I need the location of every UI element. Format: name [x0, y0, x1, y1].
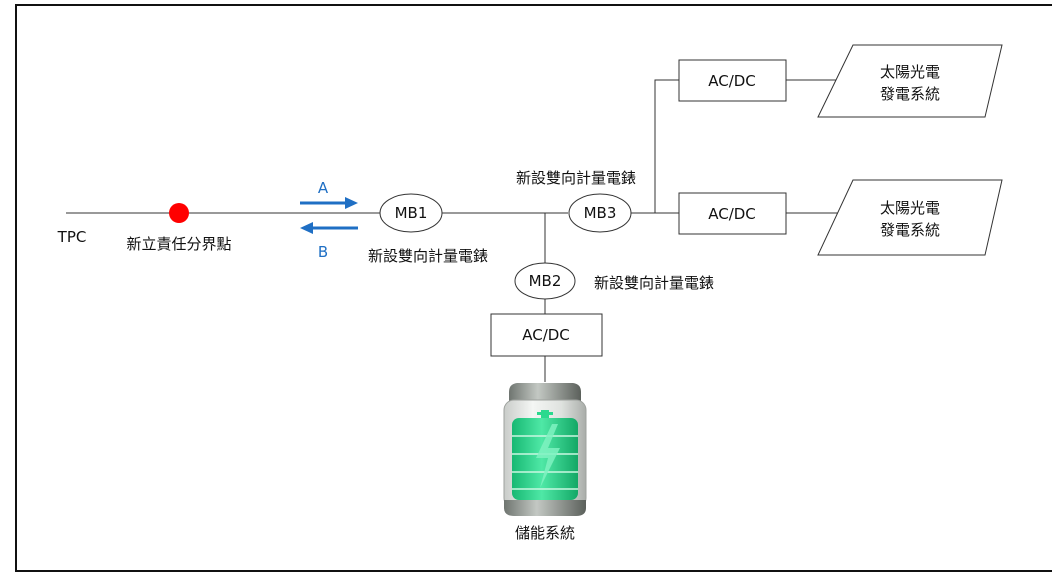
- meter-mb2: [514, 262, 576, 300]
- battery-icon: [503, 383, 587, 516]
- converter-top-label: AC/DC: [708, 72, 756, 90]
- meter-mb3-name: MB3: [584, 204, 617, 222]
- converter-middle-label: AC/DC: [708, 205, 756, 223]
- meter-mb1: [379, 193, 443, 233]
- storage-label: 儲能系統: [515, 524, 575, 542]
- flow-reverse-arrowhead: [300, 222, 313, 234]
- pv-system-1: [817, 44, 1003, 118]
- pv-system-1-line2: 發電系統: [880, 85, 940, 103]
- branch-line-pv1: [654, 79, 679, 213]
- grid-label: TPC: [57, 228, 87, 246]
- boundary-label: 新立責任分界點: [126, 235, 231, 253]
- pv-system-2-line2: 發電系統: [880, 221, 940, 239]
- flow-forward-label: A: [318, 179, 329, 197]
- flow-forward-arrowhead: [345, 197, 358, 209]
- converter-storage: [490, 313, 603, 357]
- converter-top: [678, 59, 787, 102]
- meter-mb1-name: MB1: [395, 204, 428, 222]
- meter-mb3-caption: 新設雙向計量電錶: [516, 169, 636, 187]
- pv-system-2: [817, 179, 1003, 256]
- meter-mb3: [568, 193, 632, 233]
- converter-storage-label: AC/DC: [522, 326, 570, 344]
- converter-middle: [678, 192, 787, 235]
- diagram-frame: [15, 4, 1052, 572]
- meter-mb2-caption: 新設雙向計量電錶: [594, 274, 714, 292]
- meter-mb2-name: MB2: [529, 272, 562, 290]
- meter-mb1-caption: 新設雙向計量電錶: [368, 247, 488, 265]
- pv-system-2-line1: 太陽光電: [880, 199, 940, 217]
- boundary-point-marker: [169, 203, 189, 223]
- pv-system-1-line1: 太陽光電: [880, 63, 940, 81]
- flow-reverse-label: B: [318, 243, 328, 261]
